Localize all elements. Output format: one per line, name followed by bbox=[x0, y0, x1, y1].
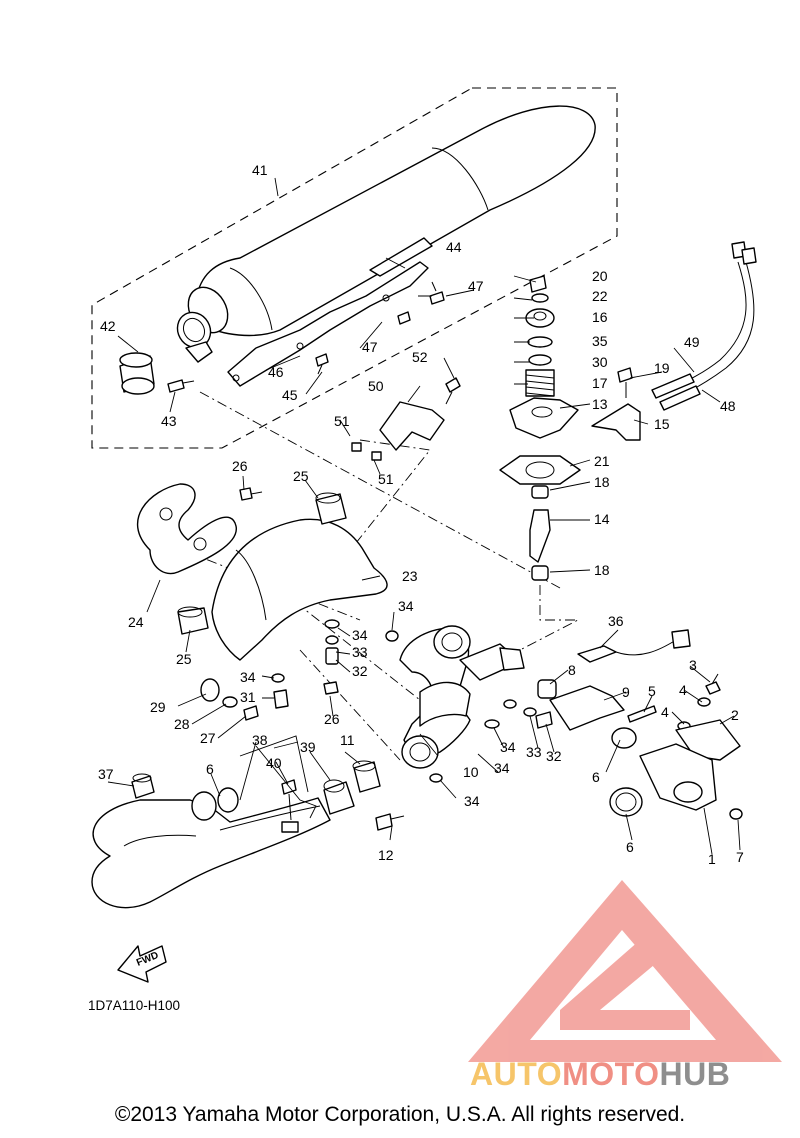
callout: 37 bbox=[98, 766, 114, 782]
muffler bbox=[176, 105, 596, 363]
callout: 39 bbox=[300, 739, 316, 755]
callout: 6 bbox=[592, 769, 600, 785]
sensor-36 bbox=[577, 629, 691, 663]
callout: 32 bbox=[352, 663, 368, 679]
exhaust-parts-diagram: FWD 1 2 3 4 4 5 6 6 6 7 8 9 10 11 12 13 … bbox=[88, 87, 782, 1062]
copyright-notice: ©2013 Yamaha Motor Corporation, U.S.A. A… bbox=[114, 1103, 686, 1126]
heat-guard-9 bbox=[549, 685, 625, 731]
brand-part-3: HUB bbox=[659, 1056, 731, 1092]
callout: 6 bbox=[626, 839, 634, 855]
callout: 6 bbox=[206, 761, 214, 777]
callout: 14 bbox=[594, 511, 610, 527]
callout: 28 bbox=[174, 716, 190, 732]
drawing-code: 1D7A110-H100 bbox=[88, 998, 180, 1013]
callout: 12 bbox=[378, 847, 394, 863]
muffler-assembly-boundary bbox=[91, 87, 618, 449]
heat-guard-23 bbox=[211, 487, 388, 661]
callout: 5 bbox=[648, 683, 656, 699]
leader-lines bbox=[107, 177, 741, 855]
brand-part-1: AUTO bbox=[470, 1056, 563, 1092]
bolts-43-45-47 bbox=[167, 281, 445, 393]
callout: 21 bbox=[594, 453, 610, 469]
callout: 1 bbox=[708, 851, 716, 867]
callout: 34 bbox=[398, 598, 414, 614]
callout: 7 bbox=[736, 849, 744, 865]
callout: 18 bbox=[594, 562, 610, 578]
callout: 3 bbox=[689, 657, 697, 673]
callout: 51 bbox=[334, 413, 350, 429]
callout: 16 bbox=[592, 309, 608, 325]
callout: 4 bbox=[661, 704, 669, 720]
callout: 11 bbox=[340, 732, 355, 748]
callout: 34 bbox=[494, 760, 510, 776]
callout: 34 bbox=[500, 739, 516, 755]
callout: 18 bbox=[594, 474, 610, 490]
callout: 34 bbox=[240, 669, 256, 685]
callout: 33 bbox=[526, 744, 542, 760]
callout: 4 bbox=[679, 682, 687, 698]
callout: 36 bbox=[608, 613, 624, 629]
exhaust-joint-stack bbox=[509, 275, 579, 439]
callout: 32 bbox=[546, 748, 562, 764]
callout: 25 bbox=[176, 651, 192, 667]
watermark-logo-icon bbox=[468, 880, 782, 1062]
oxygen-sensor-wires bbox=[651, 241, 757, 411]
callout: 40 bbox=[266, 755, 282, 771]
callout: 41 bbox=[252, 162, 268, 178]
callout: 26 bbox=[232, 458, 248, 474]
callout: 38 bbox=[252, 732, 268, 748]
gasket-42 bbox=[119, 352, 155, 395]
callout: 48 bbox=[720, 398, 736, 414]
callout: 42 bbox=[100, 318, 116, 334]
brand-part-2: MOTO bbox=[562, 1056, 660, 1092]
callout: 9 bbox=[622, 684, 630, 700]
callout: 33 bbox=[352, 644, 368, 660]
callout: 43 bbox=[161, 413, 177, 429]
callout: 50 bbox=[368, 378, 384, 394]
callout: 34 bbox=[464, 793, 480, 809]
callout: 30 bbox=[592, 354, 608, 370]
callout: 22 bbox=[592, 288, 608, 304]
callout: 23 bbox=[402, 568, 418, 584]
fwd-arrow-icon: FWD bbox=[117, 945, 167, 983]
callout: 47 bbox=[362, 339, 378, 355]
bracket-15 bbox=[591, 367, 641, 441]
callout: 47 bbox=[468, 278, 484, 294]
callout: 27 bbox=[200, 730, 216, 746]
callout: 44 bbox=[446, 239, 462, 255]
gasket-and-sensor bbox=[499, 455, 581, 581]
callout: 31 bbox=[240, 689, 256, 705]
bracket-24 bbox=[136, 483, 237, 575]
right-small-hardware bbox=[523, 679, 557, 729]
callout: 20 bbox=[592, 268, 608, 284]
callout: 52 bbox=[412, 349, 428, 365]
callout: 51 bbox=[378, 471, 394, 487]
exhaust-joint-1 bbox=[609, 727, 743, 820]
callout: 17 bbox=[592, 375, 608, 391]
callout: 45 bbox=[282, 387, 298, 403]
callout: 26 bbox=[324, 711, 340, 727]
callout: 46 bbox=[268, 364, 284, 380]
callout: 24 bbox=[128, 614, 144, 630]
callout: 19 bbox=[654, 360, 670, 376]
centre-hardware bbox=[324, 619, 399, 665]
header-pipe-38 bbox=[91, 773, 355, 909]
callout: 13 bbox=[592, 396, 608, 412]
exhaust-pipe-10 bbox=[399, 625, 525, 769]
callout: 29 bbox=[150, 699, 166, 715]
callout: 15 bbox=[654, 416, 670, 432]
callout: 35 bbox=[592, 333, 608, 349]
callout-labels: 1 2 3 4 4 5 6 6 6 7 8 9 10 11 12 13 14 1… bbox=[98, 162, 744, 867]
callout: 25 bbox=[293, 468, 309, 484]
watermark-brand: AUTOMOTOHUB bbox=[470, 1056, 800, 1093]
callout: 8 bbox=[568, 662, 576, 678]
callout: 49 bbox=[684, 334, 700, 350]
callout: 34 bbox=[352, 627, 368, 643]
muffler-bracket bbox=[227, 237, 433, 387]
studs-3-4-5 bbox=[627, 673, 721, 731]
bracket-50 bbox=[351, 377, 461, 461]
callout: 2 bbox=[731, 707, 739, 723]
callout: 10 bbox=[463, 764, 479, 780]
